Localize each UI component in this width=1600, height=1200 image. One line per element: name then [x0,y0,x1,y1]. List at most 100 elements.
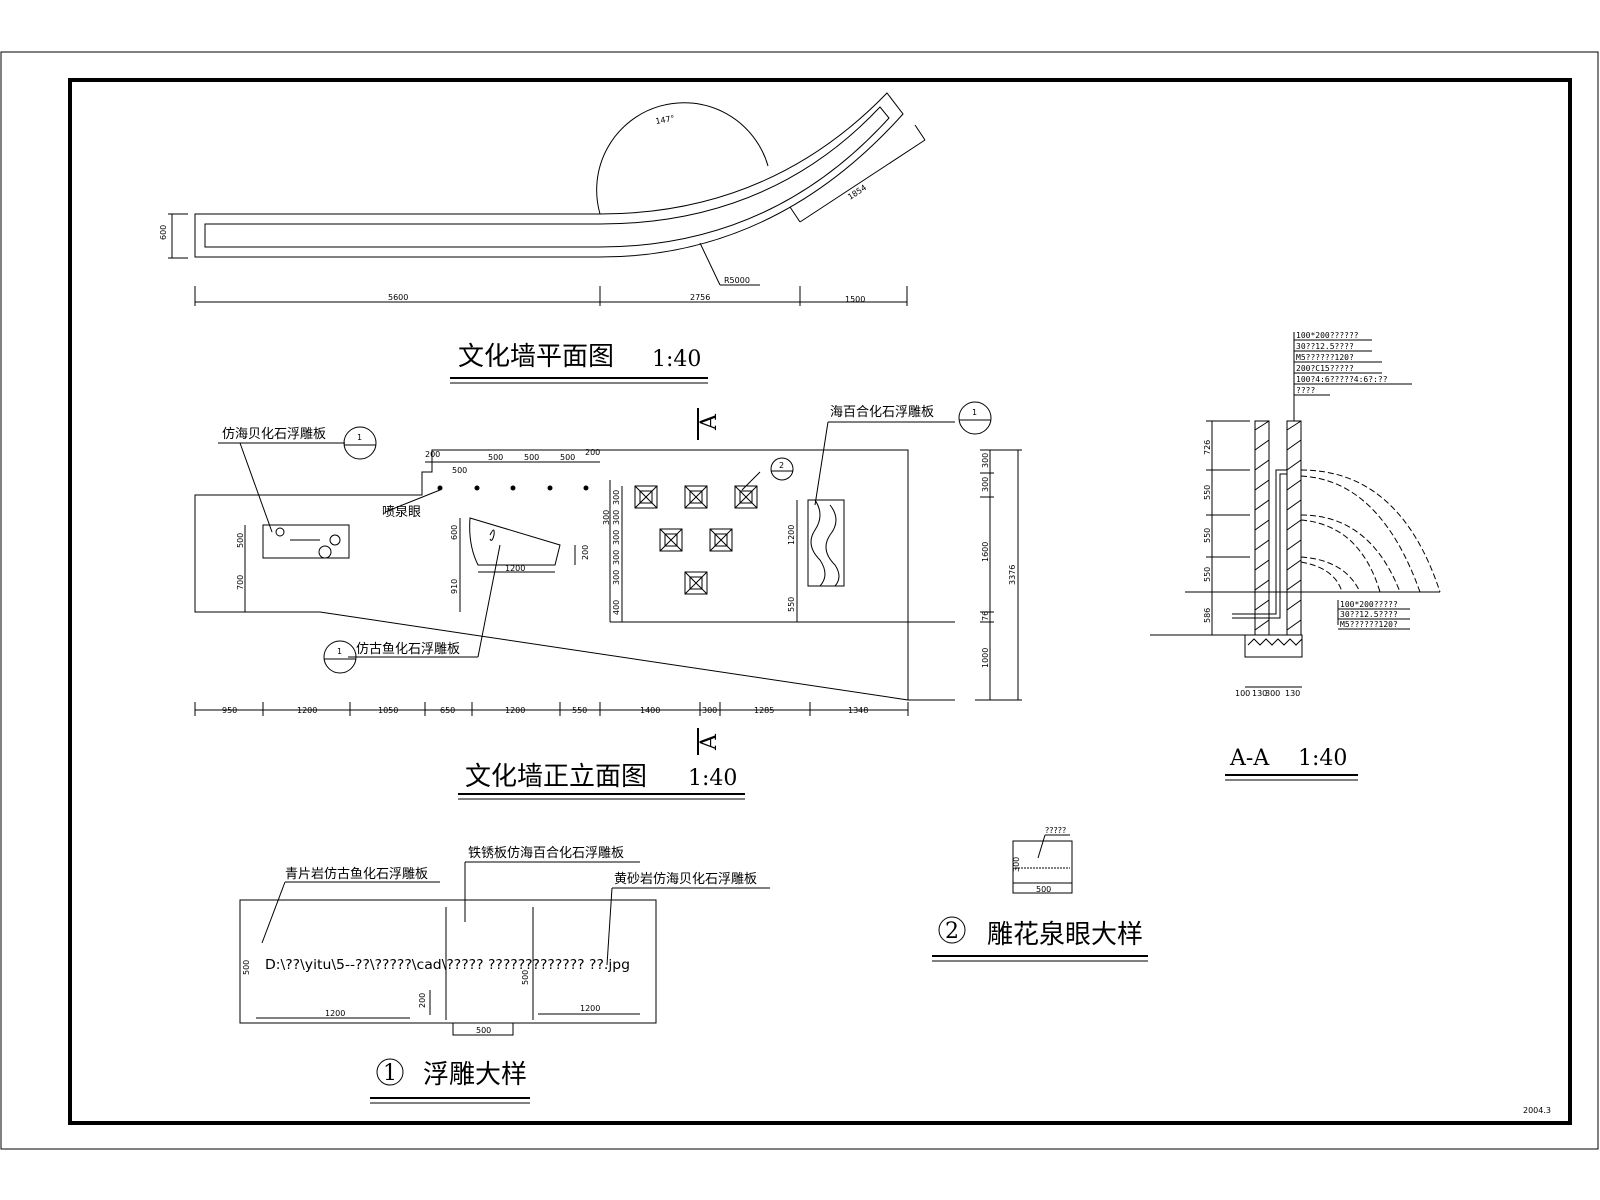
drawing-date: 2004.3 [1523,1106,1551,1115]
section-pipe [1232,469,1287,619]
section-notes-bottom: 100*200????? 30??12.5???? M5??????120? [1338,600,1410,630]
section-note-top-4: 100?4:6?????4:6?:?? [1296,375,1388,384]
tile-3 [734,485,758,509]
shell-relief-circle-3 [318,545,332,559]
elev-bottom-dim-1: 1200 [297,706,317,715]
grid-dim-2: 300 [612,530,621,545]
relief-right-leader [606,887,613,966]
grid-dim-1: 300 [612,510,621,525]
plan-diag-dim-line [799,139,926,223]
section-water-arc-6 [1300,561,1343,593]
elev-right-dim-2: 1600 [981,542,990,562]
tile-6 [684,571,708,595]
elev-top-dim-1: 500 [452,466,467,475]
section-note-bottom-0: 100*200????? [1340,600,1398,609]
elev-bottom-dim-6: 1400 [640,706,660,715]
fish-relief-glyph [489,529,495,541]
section-aa-view [1150,332,1441,688]
grid-dim-5: 300 [602,510,611,525]
section-water-arc-5 [1300,556,1361,593]
elev-right-dim-3: 76 [981,611,990,621]
relief-dim-4: 1200 [580,1004,600,1013]
plan-diag-ext1 [789,206,801,223]
elevation-scale: 1:40 [688,766,737,791]
elev-left-dim-0: 500 [236,533,245,548]
sheet-outer-frame [0,51,1599,1150]
grid-dim-4: 300 [612,570,621,585]
section-title: A-A [1229,746,1270,771]
relief-dim-2: 200 [418,993,427,1008]
elev-top-dim-0: 200 [425,450,440,459]
fish-relief-panel [469,517,561,566]
plan-scale: 1:40 [652,347,701,372]
fountain-label: 喷泉眼 [382,504,421,520]
elev-bottom-dim-8: 1285 [754,706,774,715]
fountain-title-number-circle [938,916,966,944]
tile-1 [634,485,658,509]
fountain-detail-box [1012,840,1073,894]
relief-label-mid: 铁锈板仿海百合化石浮雕板 [468,846,624,861]
relief-title: 浮雕大样 [423,1060,527,1090]
plan-dim-label-2: 1500 [845,295,865,304]
elev-bottom-dim-3: 650 [440,706,455,715]
plan-wall-outer [194,92,904,258]
section-note-top-0: 100*200?????? [1296,331,1359,340]
section-height-1: 550 [1203,485,1212,500]
elev-top-dim-4: 500 [560,453,575,462]
elev-bottom-dim-0: 950 [222,706,237,715]
section-mark-bottom: A [697,733,722,751]
plan-diag-ext2 [914,124,926,141]
section-note-bottom-2: M5??????120? [1340,620,1398,629]
section-water-arc-3 [1300,514,1401,593]
relief-outline [239,899,657,1024]
relief-title-number-circle [376,1058,404,1086]
plan-view [168,92,926,306]
fountain-dot-1 [437,485,443,491]
relief-base-step [452,1022,514,1036]
elev-right-dim-0: 300 [981,453,990,468]
plan-angle-label: 147° [655,114,676,126]
section-base-dim-0: 100 [1235,689,1250,698]
elev-bottom-dim-2: 1050 [378,706,398,715]
fountain-dot-5 [583,485,589,491]
lily-dim-0: 1200 [787,525,796,545]
section-water-arc-4 [1300,519,1381,593]
elev-bottom-dim-9: 1348 [848,706,868,715]
section-base-dim-2: 300 [1265,689,1280,698]
sheet-border [68,78,1572,1125]
tile-5 [709,528,733,552]
relief-title-number: 1 [383,1061,397,1086]
elev-right-dim-4: 1000 [981,648,990,668]
plan-dim-label-1: 2756 [690,293,710,302]
section-footing-hatch [1247,638,1303,646]
plan-width-label: 600 [159,225,168,240]
plan-title: 文化墙平面图 [458,342,614,372]
plan-diag-label: 1854 [846,183,868,202]
elev-left-dim-1: 700 [236,575,245,590]
section-water-arc-1 [1300,469,1441,593]
relief-left-leader [261,881,286,944]
fish-label: 仿古鱼化石浮雕板 [356,641,460,657]
elev-total-height: 3376 [1008,565,1017,585]
fountain-label-leader [384,489,441,513]
elev-bottom-dim-5: 550 [572,706,587,715]
section-footing [1244,634,1303,658]
elev-top-dim-2: 500 [488,453,503,462]
callout-circle-lily [958,401,992,435]
section-height-2: 550 [1203,528,1212,543]
lily-label: 海百合化石浮雕板 [830,405,934,420]
fountain-detail-dim-0: 500 [1036,885,1051,894]
shell-relief-panel [262,524,350,559]
section-wall-right-hatch [1286,420,1302,631]
shell-label: 仿海贝化石浮雕板 [222,427,326,442]
fountain-detail-leader [1037,834,1046,859]
fish-label-leader [477,544,501,658]
lily-dim-1: 550 [787,597,796,612]
elevation-title: 文化墙正立面图 [465,762,647,792]
section-mark-top: A [697,413,722,431]
section-note-top-1: 30??12.5???? [1296,342,1354,351]
fish-dim-3: 200 [581,545,590,560]
section-note-top-2: M5??????120? [1296,353,1354,362]
fountain-dot-4 [547,485,553,491]
